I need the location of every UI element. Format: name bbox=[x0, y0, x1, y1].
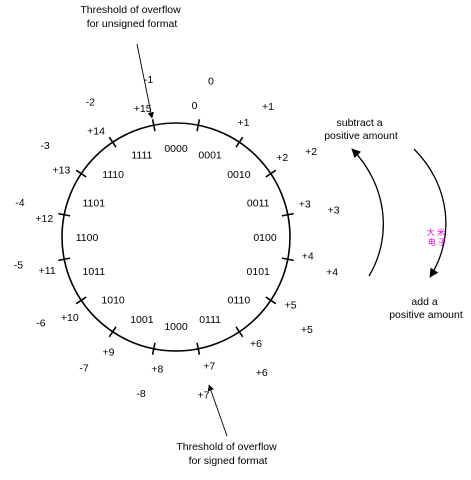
unsigned-threshold-line-1: Threshold of overflow bbox=[80, 4, 181, 16]
unsigned-value-label: +13 bbox=[52, 164, 70, 176]
signed-value-label: -8 bbox=[136, 388, 145, 400]
unsigned-value-label: +10 bbox=[61, 312, 79, 324]
unsigned-value-label: +15 bbox=[134, 103, 152, 115]
tick-marks bbox=[58, 119, 294, 355]
unsigned-value-label: +6 bbox=[250, 338, 262, 350]
tick-mark bbox=[281, 257, 294, 262]
tick-mark bbox=[108, 326, 117, 338]
signed-value-label: -6 bbox=[36, 318, 45, 330]
tick-mark bbox=[75, 169, 87, 178]
tick-mark bbox=[58, 257, 71, 262]
binary-code-label: 0101 bbox=[247, 266, 271, 278]
tick-mark bbox=[265, 169, 277, 178]
unsigned-value-label: +3 bbox=[299, 199, 311, 211]
signed-value-label: +4 bbox=[326, 267, 338, 279]
binary-code-label: 0010 bbox=[227, 169, 251, 181]
signed-threshold-arrow bbox=[207, 384, 228, 437]
add-label: add a positive amount bbox=[389, 296, 463, 321]
signed-threshold-label: Threshold of overflow for signed format bbox=[176, 441, 279, 467]
signed-value-label: +7 bbox=[198, 389, 210, 401]
unsigned-value-label: +7 bbox=[203, 361, 215, 373]
binary-code-label: 1000 bbox=[164, 321, 188, 333]
binary-code-label: 0110 bbox=[228, 295, 251, 307]
binary-code-label: 0001 bbox=[198, 150, 222, 162]
signed-threshold-line-2: for signed format bbox=[189, 455, 268, 467]
add-line-2: positive amount bbox=[389, 309, 463, 321]
binary-code-label: 0100 bbox=[253, 232, 277, 244]
subtract-line-1: subtract a bbox=[336, 117, 382, 129]
unsigned-value-label: +5 bbox=[285, 299, 297, 311]
signed-value-label: -3 bbox=[40, 140, 49, 152]
tick-mark bbox=[235, 136, 244, 148]
watermark-line-2: 电 子 bbox=[428, 237, 446, 247]
binary-code-label: 1101 bbox=[83, 198, 106, 210]
signed-value-label: -2 bbox=[86, 97, 95, 109]
unsigned-value-label: +11 bbox=[39, 265, 56, 277]
signed-value-label: -5 bbox=[14, 259, 23, 271]
tick-mark bbox=[151, 119, 156, 132]
tick-mark bbox=[265, 296, 277, 305]
subtract-arrow bbox=[351, 148, 384, 277]
signed-value-label: +3 bbox=[328, 204, 340, 216]
tick-mark bbox=[196, 119, 201, 132]
signed-value-label: -1 bbox=[144, 74, 153, 86]
signed-labels: 0 +1 +2 +3 +4 +5 +6 +7 -8 -7 -6 -5 -4 -3 -2 -1 bbox=[14, 74, 340, 401]
binary-code-label: 1001 bbox=[130, 314, 154, 326]
unsigned-value-label: +14 bbox=[87, 126, 105, 138]
signed-value-label: -7 bbox=[79, 363, 88, 375]
unsigned-threshold-label: Threshold of overflow for unsigned forma… bbox=[80, 4, 183, 30]
watermark: 大 米 电 子 bbox=[427, 227, 447, 247]
signed-value-label: 0 bbox=[208, 76, 214, 88]
tick-mark bbox=[108, 136, 117, 148]
watermark-line-1: 大 米 bbox=[427, 227, 445, 237]
tick-mark bbox=[151, 342, 156, 355]
unsigned-value-label: +4 bbox=[302, 250, 314, 262]
unsigned-value-label: 0 bbox=[192, 100, 198, 112]
unsigned-value-label: +12 bbox=[35, 213, 53, 225]
unsigned-value-label: +1 bbox=[238, 117, 250, 129]
number-circle bbox=[61, 122, 291, 352]
signed-value-label: +2 bbox=[305, 146, 317, 158]
unsigned-threshold-line-2: for unsigned format bbox=[87, 18, 178, 30]
subtract-label: subtract a positive amount bbox=[324, 117, 398, 142]
binary-code-label: 1100 bbox=[76, 232, 99, 244]
add-arrow bbox=[413, 148, 447, 278]
binary-labels: 0000 0001 0010 0011 0100 0101 0110 0111 1000 1001… bbox=[76, 143, 277, 333]
binary-code-label: 0000 bbox=[164, 143, 188, 155]
unsigned-value-label: +9 bbox=[103, 346, 115, 358]
binary-code-label: 1111 bbox=[131, 150, 152, 162]
tick-mark bbox=[196, 342, 201, 355]
unsigned-value-label: +2 bbox=[276, 152, 288, 164]
unsigned-value-label: +8 bbox=[151, 364, 163, 376]
binary-code-label: 1110 bbox=[102, 169, 124, 181]
binary-code-label: 1011 bbox=[83, 266, 106, 278]
signed-value-label: +6 bbox=[256, 367, 268, 379]
tick-mark bbox=[235, 326, 244, 338]
binary-code-label: 0111 bbox=[199, 314, 221, 326]
binary-code-label: 1010 bbox=[101, 295, 125, 307]
unsigned-labels: 0 +1 +2 +3 +4 +5 +6 +7 +8 +9 +10 +11 +12 +13 +14 +15 bbox=[35, 100, 313, 375]
tick-mark bbox=[75, 296, 87, 305]
tick-mark bbox=[58, 212, 71, 217]
signed-value-label: +1 bbox=[262, 101, 274, 113]
add-line-1: add a bbox=[411, 296, 437, 308]
binary-code-label: 0011 bbox=[247, 198, 270, 210]
tick-mark bbox=[281, 212, 294, 217]
signed-value-label: +5 bbox=[301, 324, 313, 336]
subtract-line-2: positive amount bbox=[324, 130, 398, 142]
signed-value-label: -4 bbox=[15, 197, 24, 209]
unsigned-threshold-arrow bbox=[136, 43, 154, 119]
signed-threshold-line-1: Threshold of overflow bbox=[176, 441, 277, 453]
